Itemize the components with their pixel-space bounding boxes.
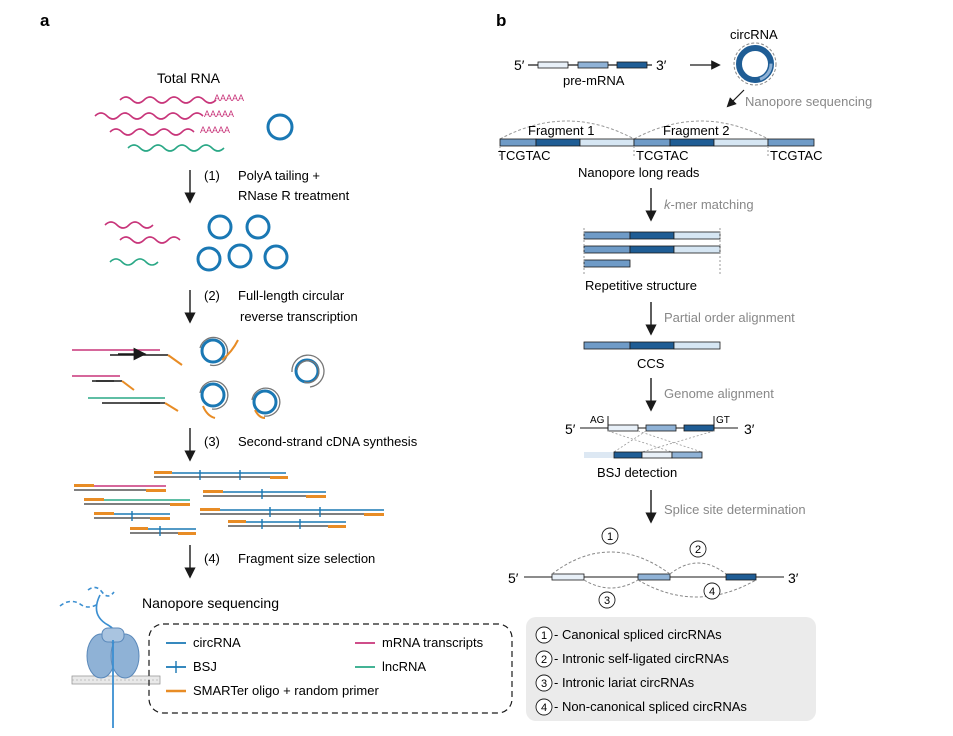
kmer-label: k-mer matching (664, 197, 754, 212)
legend-smarter: SMARTer oligo + random primer (193, 683, 379, 698)
step2-line2: reverse transcription (240, 309, 358, 324)
repetitive-label: Repetitive structure (585, 278, 697, 293)
nanopore-pore-icon (59, 586, 161, 728)
genome-alignment-icon (580, 416, 738, 459)
circrna-icon-b (733, 42, 777, 86)
legend-box: circRNA mRNA transcripts BSJ lncRNA SMAR… (148, 623, 513, 714)
splice-3prime: 3′ (788, 570, 799, 586)
key-row-1: 1 - Canonical spliced circRNAs (535, 626, 722, 644)
step1-number: (1) (204, 168, 220, 183)
circrna-key-box (526, 617, 816, 721)
motif-3: TCGTAC (770, 148, 822, 163)
step2-number: (2) (204, 288, 220, 303)
lncrna-wave-icon (127, 144, 225, 152)
splice-label: Splice site determination (664, 502, 806, 517)
nanopore-seq-arrow (726, 89, 745, 108)
linear-rna-remnants (104, 221, 181, 266)
site-2-number: 2 (695, 544, 701, 556)
nanopore-long-read-bar (499, 138, 815, 147)
polya-tail-3: AAAAA (200, 125, 230, 135)
key-row-4: 4 - Non-canonical spliced circRNAs (535, 698, 747, 716)
kmer-italic: k (664, 197, 672, 212)
panel-a-label: a (40, 11, 50, 30)
pre-mrna-5prime: 5′ (514, 57, 525, 73)
poa-label: Partial order alignment (664, 310, 795, 325)
key-1-text: - Canonical spliced circRNAs (554, 627, 722, 642)
ccs-label: CCS (637, 356, 665, 371)
circular-rt-products (199, 336, 325, 419)
step4-number: (4) (204, 551, 220, 566)
genome-5prime: 5′ (565, 421, 576, 437)
long-reads-label: Nanopore long reads (578, 165, 700, 180)
read-boundary-ticks (499, 146, 769, 158)
splice-5prime: 5′ (508, 570, 519, 586)
fragment1-label: Fragment 1 (528, 123, 594, 138)
step2-line1: Full-length circular (238, 288, 345, 303)
step3-number: (3) (204, 434, 220, 449)
motif-2: TCGTAC (636, 148, 688, 163)
polya-tail-2: AAAAA (204, 109, 234, 119)
kmer-rest: -mer matching (671, 197, 754, 212)
site-3-number: 3 (604, 595, 610, 607)
ccs-bar (583, 341, 721, 350)
ag-label: AG (590, 415, 605, 426)
panel-b-label: b (496, 11, 506, 30)
linear-rt-products (72, 347, 183, 412)
bsj-detection-label: BSJ detection (597, 465, 677, 480)
pre-mrna-3prime: 3′ (656, 57, 667, 73)
repetitive-structure-bars (583, 231, 721, 268)
key-3-number: 3 (541, 678, 547, 690)
fragment2-label: Fragment 2 (663, 123, 729, 138)
motif-1: TCGTAC (498, 148, 550, 163)
legend-mrna: mRNA transcripts (382, 635, 484, 650)
step1-line1: PolyA tailing + (238, 168, 320, 183)
circrna-title: circRNA (730, 27, 778, 42)
legend-bsj: BSJ (193, 659, 217, 674)
mrna-transcripts-icon (94, 96, 217, 136)
key-row-3: 3 - Intronic lariat circRNAs (535, 674, 695, 692)
step3-text: Second-strand cDNA synthesis (238, 434, 418, 449)
double-stranded-cdna-icons (74, 470, 384, 536)
genome-align-label: Genome alignment (664, 386, 774, 401)
genome-3prime: 3′ (744, 421, 755, 437)
site-4-number: 4 (709, 586, 715, 598)
polya-tail-1: AAAAA (214, 93, 244, 103)
total-rna-label: Total RNA (157, 70, 221, 86)
key-3-text: - Intronic lariat circRNAs (554, 675, 695, 690)
step1-line2: RNase R treatment (238, 188, 350, 203)
legend-circrna: circRNA (193, 635, 241, 650)
step4-text: Fragment size selection (238, 551, 375, 566)
nanopore-sequencing-label: Nanopore sequencing (142, 595, 279, 611)
key-2-number: 2 (541, 654, 547, 666)
gt-label: GT (716, 415, 730, 426)
site-1-number: 1 (607, 531, 613, 543)
enriched-circrna-icons (196, 214, 289, 272)
circrna-icon (266, 113, 294, 141)
pre-mrna-gene-icon (528, 61, 652, 69)
legend-lncrna: lncRNA (382, 659, 426, 674)
pre-mrna-label: pre-mRNA (563, 73, 625, 88)
key-2-text: - Intronic self-ligated circRNAs (554, 651, 729, 666)
key-1-number: 1 (541, 630, 547, 642)
fragment-arcs (499, 120, 769, 140)
splice-model-icon (524, 527, 784, 609)
key-row-2: 2 - Intronic self-ligated circRNAs (535, 650, 729, 668)
key-4-text: - Non-canonical spliced circRNAs (554, 699, 747, 714)
key-4-number: 4 (541, 702, 547, 714)
nanopore-seq-label-b: Nanopore sequencing (745, 94, 872, 109)
